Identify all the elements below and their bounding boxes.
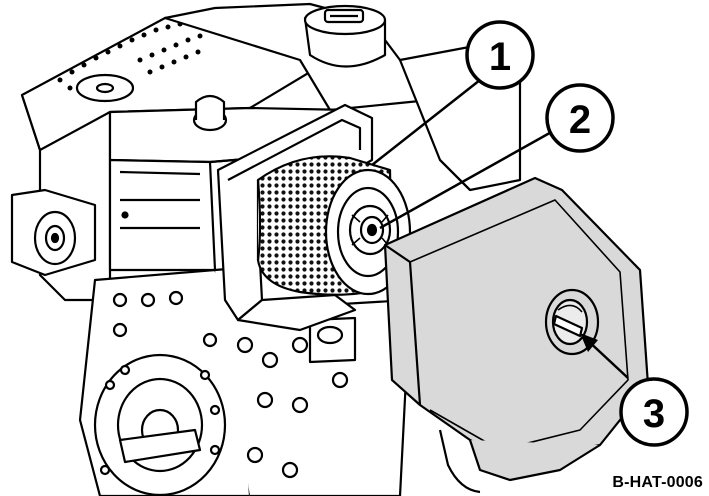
fuel-tank — [163, 2, 482, 112]
callout-3-label: 3 — [643, 392, 665, 436]
callout-3: 3 — [619, 377, 689, 447]
callout-1: 1 — [465, 20, 535, 90]
vent-holes — [57, 21, 203, 91]
leader-line-2 — [379, 128, 556, 230]
pto-flange — [93, 353, 227, 496]
leader-line-1 — [371, 79, 481, 166]
callout-2: 2 — [545, 83, 615, 153]
starter-pulley — [10, 188, 97, 277]
callout-2-label: 2 — [569, 98, 591, 142]
leader-arrow-3 — [580, 333, 598, 352]
air-filter-cover — [383, 176, 650, 494]
callout-1-label: 1 — [489, 35, 511, 79]
figure-code: B-HAT-0006 — [612, 474, 703, 491]
wing-nut — [348, 204, 392, 256]
